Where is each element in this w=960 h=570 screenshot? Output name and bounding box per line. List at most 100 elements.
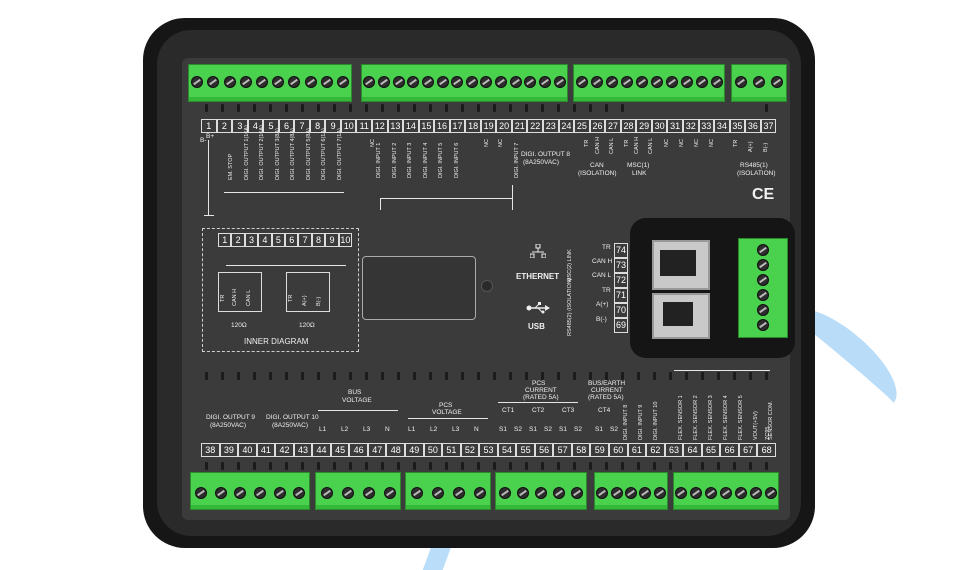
can-isolation-label: (ISOLATION): [578, 170, 617, 177]
terminal-screw[interactable]: [436, 76, 449, 88]
terminal-screw[interactable]: [451, 76, 464, 88]
terminal-screw[interactable]: [757, 274, 769, 286]
terminal-screw[interactable]: [749, 487, 762, 499]
ct4-terminal-label: S2: [610, 426, 618, 433]
terminal-screw[interactable]: [571, 487, 583, 499]
terminal-screw[interactable]: [734, 487, 747, 499]
terminal-screw[interactable]: [639, 487, 652, 499]
terminal-screw[interactable]: [253, 487, 266, 499]
terminal-screw[interactable]: [410, 487, 423, 499]
top-terminal-block[interactable]: [361, 64, 568, 102]
input-label: DIGI. INPUT 10: [653, 401, 659, 440]
terminal-screw[interactable]: [653, 487, 666, 499]
terminal-screw[interactable]: [757, 244, 769, 256]
terminal-screw[interactable]: [575, 76, 588, 88]
terminal-screw[interactable]: [757, 259, 769, 271]
terminal-screw[interactable]: [191, 76, 204, 88]
terminal-screw[interactable]: [341, 487, 354, 499]
vent-slot: [509, 462, 512, 470]
inner-b-label: B(-): [316, 296, 322, 306]
terminal-screw[interactable]: [596, 487, 609, 499]
terminal-screw[interactable]: [363, 76, 376, 88]
terminal-screw[interactable]: [553, 76, 566, 88]
terminal-screw[interactable]: [272, 76, 285, 88]
terminal-screw[interactable]: [194, 487, 207, 499]
vent-slot: [397, 372, 400, 380]
terminal-screw[interactable]: [710, 76, 723, 88]
terminal-screw[interactable]: [383, 487, 396, 499]
terminal-screw[interactable]: [705, 487, 718, 499]
terminal-screw[interactable]: [735, 76, 747, 88]
terminal-screw[interactable]: [675, 487, 688, 499]
terminal-screw[interactable]: [720, 487, 732, 499]
terminal-screw[interactable]: [524, 76, 537, 88]
terminal-screw[interactable]: [452, 487, 465, 499]
terminal-screw[interactable]: [320, 487, 333, 499]
terminal-screw[interactable]: [465, 76, 478, 88]
terminal-screw[interactable]: [695, 76, 708, 88]
bottom-terminal-block[interactable]: [190, 472, 310, 510]
pin-number: 5: [271, 233, 286, 247]
terminal-screw[interactable]: [625, 487, 637, 499]
terminal-screw[interactable]: [495, 76, 508, 88]
terminal-screw[interactable]: [377, 76, 390, 88]
terminal-screw[interactable]: [480, 76, 493, 88]
terminal-screw[interactable]: [421, 76, 434, 88]
terminal-screw[interactable]: [239, 76, 252, 88]
terminal-screw[interactable]: [771, 76, 783, 88]
terminal-screw[interactable]: [392, 76, 405, 88]
pin-number: 56: [534, 443, 554, 457]
terminal-screw[interactable]: [214, 487, 227, 499]
terminal-screw[interactable]: [690, 487, 703, 499]
pin-number: 49: [405, 443, 424, 457]
terminal-screw[interactable]: [610, 487, 623, 499]
terminal-screw[interactable]: [293, 487, 306, 499]
terminal-screw[interactable]: [473, 487, 486, 499]
output-label: DIGI. OUTPUT 5(8A): [305, 128, 312, 180]
vent-slot: [589, 104, 592, 112]
terminal-screw[interactable]: [207, 76, 220, 88]
terminal-screw[interactable]: [757, 304, 769, 316]
output-label: DIGI. OUTPUT 6(1A): [321, 128, 327, 180]
vent-slot: [445, 372, 448, 380]
pin-number: 58: [571, 443, 591, 457]
terminal-screw[interactable]: [336, 76, 349, 88]
pin-number: 35: [729, 119, 746, 133]
terminal-screw[interactable]: [764, 487, 777, 499]
terminal-screw[interactable]: [635, 76, 648, 88]
vent-slot: [717, 462, 720, 470]
terminal-screw[interactable]: [509, 76, 522, 88]
terminal-screw[interactable]: [757, 289, 769, 301]
vent-slot: [477, 104, 480, 112]
terminal-screw[interactable]: [499, 487, 511, 499]
terminal-screw[interactable]: [223, 76, 236, 88]
vent-slot: [349, 104, 352, 112]
terminal-screw[interactable]: [362, 487, 375, 499]
terminal-screw[interactable]: [255, 76, 268, 88]
terminal-screw[interactable]: [753, 76, 765, 88]
terminal-screw[interactable]: [288, 76, 301, 88]
terminal-screw[interactable]: [650, 76, 663, 88]
nc-label: NC: [498, 139, 504, 147]
terminal-screw[interactable]: [539, 76, 552, 88]
terminal-screw[interactable]: [320, 76, 333, 88]
terminal-screw[interactable]: [234, 487, 247, 499]
terminal-screw[interactable]: [757, 319, 769, 331]
terminal-screw[interactable]: [431, 487, 444, 499]
terminal-screw[interactable]: [517, 487, 529, 499]
terminal-screw[interactable]: [665, 76, 678, 88]
terminal-screw[interactable]: [605, 76, 618, 88]
terminal-screw[interactable]: [553, 487, 565, 499]
pin-number: 64: [683, 443, 702, 457]
terminal-screw[interactable]: [407, 76, 420, 88]
terminal-screw[interactable]: [590, 76, 603, 88]
rs485-b-label: B(-): [763, 142, 769, 152]
terminal-screw[interactable]: [273, 487, 286, 499]
pin-number: 36: [745, 119, 761, 133]
input-label: DIGI. INPUT 9: [638, 404, 644, 440]
input-label: DIGI. INPUT 4: [422, 142, 429, 178]
terminal-screw[interactable]: [535, 487, 547, 499]
terminal-screw[interactable]: [304, 76, 317, 88]
terminal-screw[interactable]: [620, 76, 633, 88]
terminal-screw[interactable]: [680, 76, 693, 88]
